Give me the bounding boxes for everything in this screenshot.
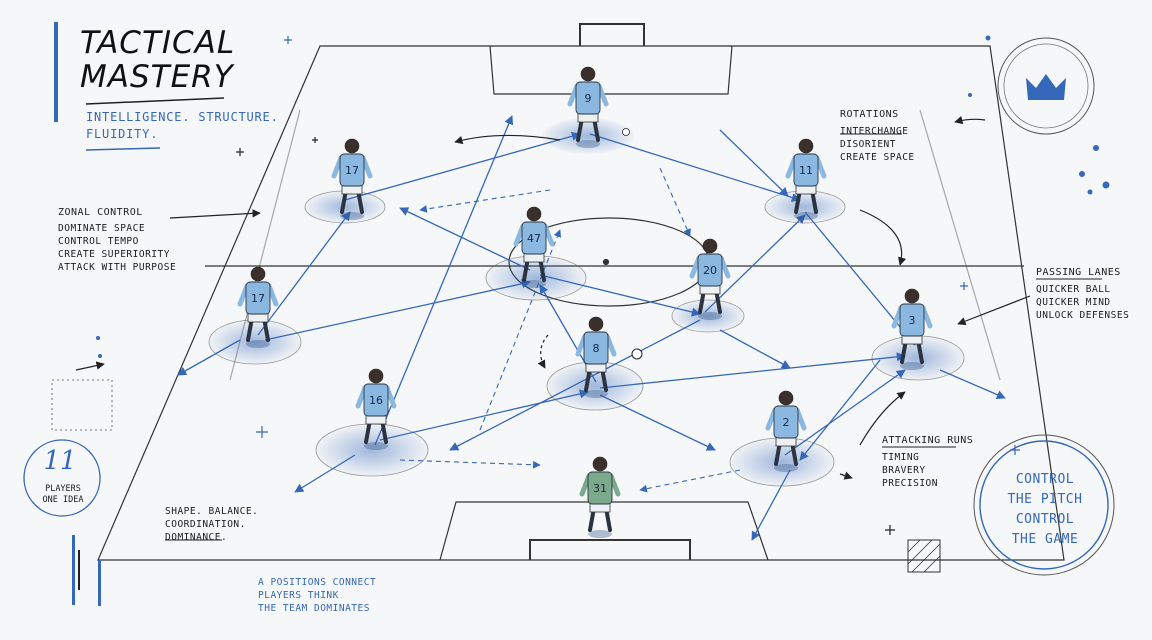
player-goalkeeper: 31 xyxy=(582,457,618,538)
rotations-line: INTERCHANGE xyxy=(840,125,915,138)
passing-lanes-note: PASSING LANES QUICKER BALL QUICKER MIND … xyxy=(1036,266,1129,322)
title-accent-bar xyxy=(54,22,58,122)
zonal-line: CONTROL TEMPO xyxy=(58,235,176,248)
player-number: 17 xyxy=(345,164,359,177)
ball-top xyxy=(623,129,630,136)
players-count: 11 xyxy=(30,446,90,476)
control-badge: CONTROL THE PITCH CONTROL THE GAME xyxy=(990,470,1100,550)
shape-line: SHAPE. BALANCE. xyxy=(165,505,258,518)
player-number: 16 xyxy=(369,394,383,407)
rotations-heading: ROTATIONS xyxy=(840,108,915,121)
passing-heading: PASSING LANES xyxy=(1036,266,1129,279)
ball xyxy=(632,349,642,359)
player-number: 9 xyxy=(585,92,592,105)
player-number: 20 xyxy=(703,264,717,277)
shape-line: DOMINANCE. xyxy=(165,531,258,544)
rotations-line: DISORIENT xyxy=(840,138,915,151)
footer-line: PLAYERS THINK xyxy=(258,589,376,602)
player-number: 3 xyxy=(909,314,916,327)
player-number: 2 xyxy=(783,416,790,429)
player-number: 31 xyxy=(593,482,607,495)
top-penalty-area xyxy=(490,46,732,94)
zonal-line: DOMINATE SPACE xyxy=(58,222,176,235)
subtitle-line-2: FLUIDITY. xyxy=(86,126,279,143)
center-spot xyxy=(604,260,609,265)
zones xyxy=(209,118,964,486)
subtitle-line-1: INTELLIGENCE. STRUCTURE. xyxy=(86,109,279,126)
attacking-heading: ATTACKING RUNS xyxy=(882,434,973,447)
title-line-2: MASTERY xyxy=(80,60,235,94)
badge-line-2: ONE IDEA xyxy=(30,495,96,506)
attacking-line: TIMING xyxy=(882,451,973,464)
player-number: 17 xyxy=(251,292,265,305)
zonal-line: ATTACK WITH PURPOSE xyxy=(58,261,176,274)
player-number: 11 xyxy=(799,164,813,177)
passing-line: QUICKER BALL xyxy=(1036,283,1129,296)
top-goal xyxy=(580,24,644,46)
players-badge-text: PLAYERS ONE IDEA xyxy=(30,484,96,506)
zonal-heading: ZONAL CONTROL xyxy=(58,206,176,219)
badge-line-1: PLAYERS xyxy=(30,484,96,495)
shape-note: SHAPE. BALANCE. COORDINATION. DOMINANCE. xyxy=(165,505,258,544)
control-line: CONTROL xyxy=(990,510,1100,530)
crown-icon xyxy=(1026,74,1066,100)
footer-note: A POSITIONS CONNECT PLAYERS THINK THE TE… xyxy=(258,576,376,615)
bottom-goal xyxy=(530,540,690,560)
footer-line: THE TEAM DOMINATES xyxy=(258,602,376,615)
subtitle: INTELLIGENCE. STRUCTURE. FLUIDITY. xyxy=(86,109,279,143)
passing-line: UNLOCK DEFENSES xyxy=(1036,309,1129,322)
rotations-line: CREATE SPACE xyxy=(840,151,915,164)
control-line: THE GAME xyxy=(990,530,1100,550)
zonal-control-note: ZONAL CONTROL DOMINATE SPACE CONTROL TEM… xyxy=(58,206,176,274)
control-line: THE PITCH xyxy=(990,490,1100,510)
title: TACTICAL MASTERY xyxy=(80,26,235,94)
control-line: CONTROL xyxy=(990,470,1100,490)
player-number: 47 xyxy=(527,232,541,245)
passing-line: QUICKER MIND xyxy=(1036,296,1129,309)
footer-line: A POSITIONS CONNECT xyxy=(258,576,376,589)
shape-line: COORDINATION. xyxy=(165,518,258,531)
title-line-1: TACTICAL xyxy=(80,26,235,60)
rotations-note: ROTATIONS INTERCHANGE DISORIENT CREATE S… xyxy=(840,108,915,164)
attacking-line: BRAVERY xyxy=(882,464,973,477)
player-number: 8 xyxy=(593,342,600,355)
zonal-line: CREATE SUPERIORITY xyxy=(58,248,176,261)
attacking-runs-note: ATTACKING RUNS TIMING BRAVERY PRECISION xyxy=(882,434,973,490)
attacking-line: PRECISION xyxy=(882,477,973,490)
